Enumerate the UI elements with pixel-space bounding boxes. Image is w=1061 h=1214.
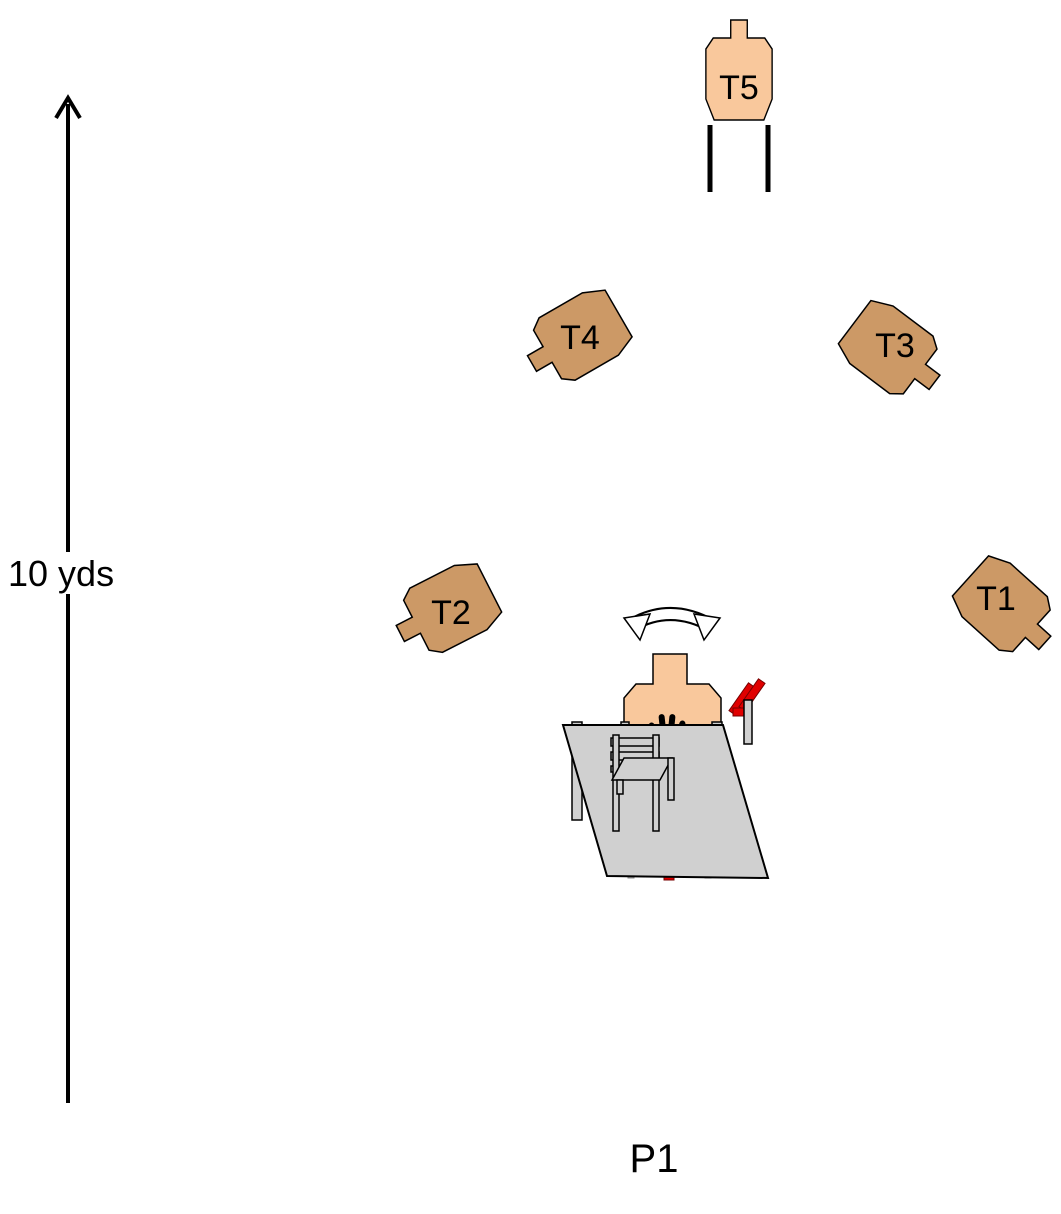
target-t1: T1: [945, 548, 1061, 671]
target-t4: T4: [513, 281, 638, 396]
target-label-t5: T5: [719, 69, 759, 107]
target-t2: T2: [383, 555, 507, 667]
target-t5: T5: [705, 19, 773, 192]
target-label-t4: T4: [560, 319, 600, 357]
target-label-t2: T2: [431, 594, 471, 632]
position-label: P1: [630, 1137, 679, 1181]
distance-arrow: [50, 94, 90, 1103]
target-t3: T3: [832, 292, 957, 412]
chair: [610, 734, 675, 832]
target-label-t1: T1: [976, 580, 1016, 618]
target-label-t3: T3: [875, 327, 915, 365]
table: [561, 699, 770, 880]
distance-label: 10 yds: [8, 553, 114, 594]
swing-arrow-icon: [622, 607, 722, 642]
